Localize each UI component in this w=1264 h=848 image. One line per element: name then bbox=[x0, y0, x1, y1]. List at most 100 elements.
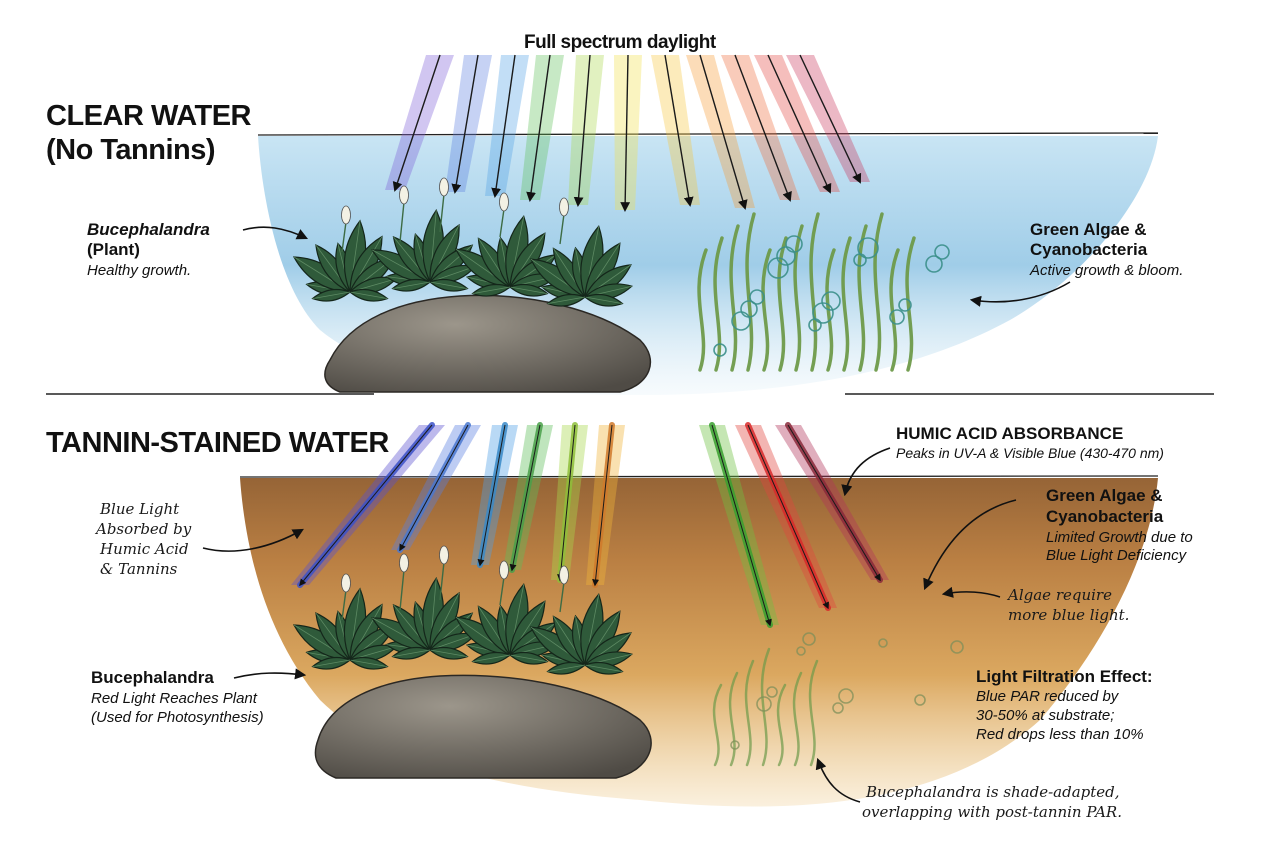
arrow-shade bbox=[815, 757, 861, 803]
clear-plant-note: Healthy growth. bbox=[87, 262, 192, 279]
beam-arrow bbox=[734, 54, 792, 202]
algae-strand bbox=[889, 248, 900, 372]
diagram-title: Full spectrum daylight bbox=[524, 32, 716, 53]
leaf-vein bbox=[472, 654, 511, 662]
filtration-title: Light Filtration Effect: bbox=[976, 667, 1153, 686]
flower-stem bbox=[499, 208, 505, 238]
beam-arrow bbox=[451, 54, 479, 194]
blue-absorbed-line2: Absorbed by bbox=[96, 520, 192, 538]
algae-strand bbox=[761, 248, 772, 372]
algae-need-line1: Algae require bbox=[1008, 586, 1112, 604]
blue-absorbed-line4: & Tannins bbox=[100, 560, 178, 578]
leaf-vein bbox=[429, 265, 476, 283]
tannin-algae-label-line2: Cyanobacteria bbox=[1046, 507, 1164, 526]
algae-cell bbox=[713, 343, 727, 357]
flower-spathe bbox=[559, 565, 569, 585]
algae-cell bbox=[878, 638, 888, 648]
algae-cell bbox=[776, 246, 796, 266]
flower-stem bbox=[559, 581, 565, 613]
beam-arrow bbox=[557, 424, 576, 582]
algae-need-line2: more blue light. bbox=[1008, 606, 1130, 624]
flower-stem bbox=[559, 213, 565, 245]
plant-clear bbox=[292, 177, 633, 307]
beam-band bbox=[445, 55, 492, 192]
tannin-algae-note-line1: Limited Growth due to bbox=[1046, 529, 1193, 546]
leaf-vein bbox=[584, 664, 623, 672]
clear-plant-label-suffix: (Plant) bbox=[87, 240, 140, 259]
flower-stem bbox=[341, 221, 347, 253]
tannin-plant-note-line1: Red Light Reaches Plant bbox=[91, 690, 257, 707]
tannin-rock bbox=[314, 674, 652, 779]
algae-strand bbox=[825, 248, 836, 372]
tannin-heading: TANNIN-STAINED WATER bbox=[46, 427, 389, 459]
arrow-clear-plant bbox=[242, 226, 309, 240]
algae-cell bbox=[767, 257, 789, 279]
clear-algae-label-line1: Green Algae & bbox=[1030, 220, 1147, 239]
arrow-tannin-plant bbox=[233, 668, 307, 680]
flower-spathe bbox=[499, 192, 509, 212]
beam-arrow bbox=[699, 54, 748, 210]
tannin-plant-label: Bucephalandra bbox=[91, 668, 214, 687]
leaf-vein bbox=[392, 649, 431, 657]
algae-cell bbox=[802, 632, 816, 646]
flower-spathe bbox=[341, 205, 351, 225]
leaf-vein bbox=[429, 281, 468, 289]
beam-arrow bbox=[477, 424, 506, 567]
tannin-plant-note-line2: (Used for Photosynthesis) bbox=[91, 709, 264, 726]
arrow-clear-algae bbox=[969, 281, 1071, 307]
algae-strand bbox=[729, 224, 740, 372]
beam-arrow bbox=[491, 54, 516, 198]
light-beams-clear bbox=[385, 54, 870, 212]
algae-strand bbox=[745, 212, 756, 372]
shade-note-line1: Bucephalandra is shade-adapted, bbox=[866, 783, 1120, 801]
algae-strand bbox=[728, 671, 739, 767]
algae-strand bbox=[793, 224, 804, 372]
beam-arrow bbox=[399, 424, 469, 552]
beam-arrow bbox=[573, 54, 591, 207]
beam-arrow bbox=[664, 54, 694, 207]
flower-stem bbox=[439, 561, 445, 601]
filtration-line2: 30-50% at substrate; bbox=[976, 707, 1115, 724]
algae-strand bbox=[777, 236, 788, 372]
algae-cell bbox=[857, 237, 879, 259]
algae-cell bbox=[808, 318, 822, 332]
flower-spathe bbox=[439, 177, 449, 197]
flower-spathe bbox=[399, 185, 409, 205]
flower-spathe bbox=[499, 560, 509, 580]
algae-strand bbox=[857, 224, 868, 372]
beam-arrow bbox=[526, 54, 551, 202]
clear-water-surface bbox=[257, 132, 1159, 136]
beam-band bbox=[721, 55, 800, 200]
leaf-vein bbox=[509, 654, 548, 662]
algae-strand bbox=[841, 236, 852, 372]
algae-cell bbox=[812, 302, 834, 324]
flower-stem bbox=[399, 201, 405, 243]
clear-rock bbox=[324, 294, 651, 393]
flower-stem bbox=[399, 569, 405, 611]
beam-arrow bbox=[711, 424, 772, 627]
arrow-humic bbox=[841, 447, 891, 497]
algae-cell bbox=[756, 696, 772, 712]
plant-tannin bbox=[292, 545, 633, 675]
beam-arrow bbox=[767, 54, 832, 194]
beam-band bbox=[520, 55, 564, 200]
tannin-algae-note-line2: Blue Light Deficiency bbox=[1046, 547, 1187, 564]
algae-strand bbox=[776, 683, 787, 767]
flower-stem bbox=[341, 589, 347, 621]
beam-band bbox=[485, 55, 529, 196]
algae-strand bbox=[809, 212, 820, 372]
clear-plant-label: Bucephalandra bbox=[87, 220, 210, 239]
humic-title: HUMIC ACID ABSORBANCE bbox=[896, 424, 1124, 443]
beam-arrow bbox=[509, 424, 541, 572]
algae-strand bbox=[808, 659, 819, 767]
flower-stem bbox=[499, 576, 505, 606]
beam-arrow bbox=[799, 54, 862, 184]
algae-clear bbox=[697, 212, 950, 372]
leaf-vein bbox=[547, 664, 586, 672]
algae-cell bbox=[853, 253, 867, 267]
beam-band bbox=[651, 55, 700, 205]
algae-cell bbox=[766, 686, 778, 698]
arrow-tannin-algae bbox=[923, 499, 1017, 591]
beam-arrow bbox=[747, 424, 829, 610]
